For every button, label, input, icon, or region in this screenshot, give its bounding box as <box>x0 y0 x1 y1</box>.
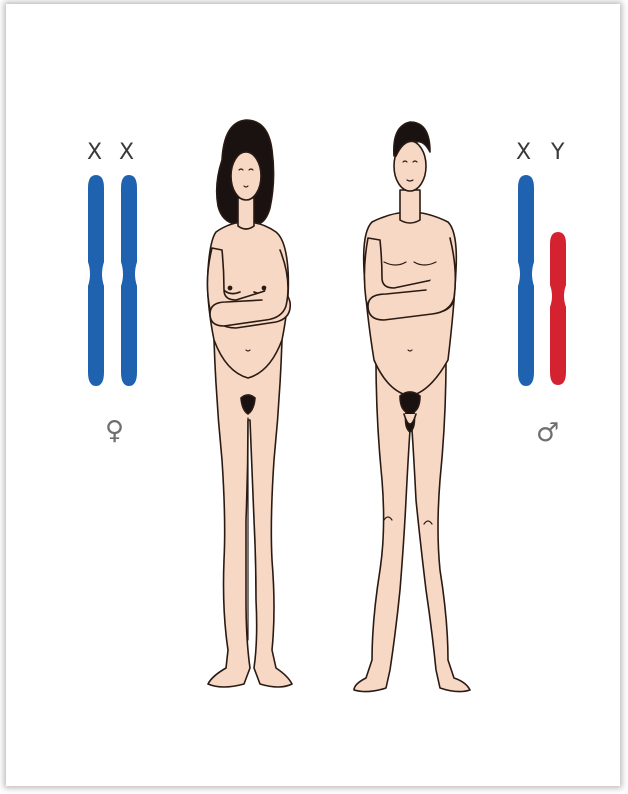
female-x-chromosome-2 <box>121 175 137 386</box>
female-figure <box>207 120 292 687</box>
male-x-chromosome <box>518 175 534 386</box>
male-figure <box>354 122 470 692</box>
female-legs <box>208 340 292 687</box>
male-y-chromosome <box>550 232 566 385</box>
female-face <box>231 152 261 200</box>
female-x-chromosome-1 <box>88 175 104 386</box>
